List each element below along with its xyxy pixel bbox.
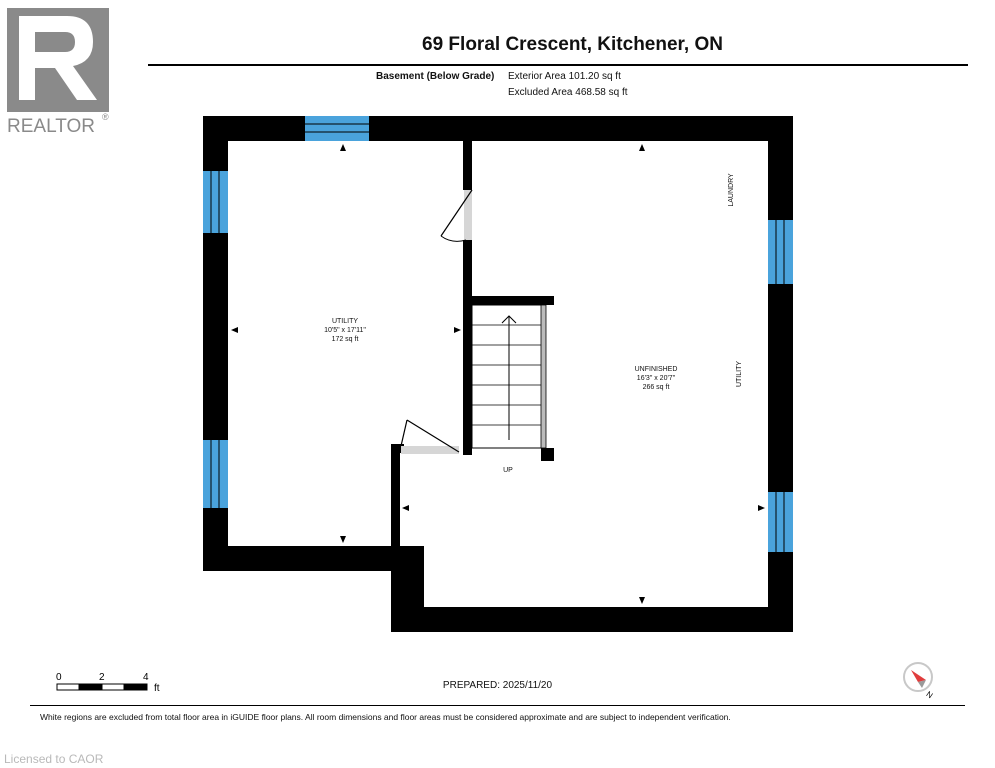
realtor-logo: REALTOR ® bbox=[5, 6, 115, 137]
wall-bottom-right bbox=[391, 607, 793, 632]
wall-top bbox=[203, 116, 793, 141]
compass-north-letter: N bbox=[924, 690, 934, 700]
scale-bar: 0 2 4 ft bbox=[55, 672, 175, 696]
wall-interior-upper bbox=[463, 141, 472, 190]
window-right-lower bbox=[768, 492, 793, 552]
prepared-date: PREPARED: 2025/11/20 bbox=[442, 680, 553, 691]
dim-arrow bbox=[340, 144, 346, 151]
room-utility-dims: 10'5" x 17'11" bbox=[324, 327, 366, 334]
stair-post bbox=[541, 448, 554, 461]
stairs-up-label: UP bbox=[503, 467, 513, 474]
window-left-lower bbox=[203, 440, 228, 508]
room-unfinished-area: 266 sq ft bbox=[643, 384, 670, 391]
wall-bottom-left bbox=[203, 546, 423, 571]
compass-icon: N bbox=[900, 660, 940, 700]
window-right-upper bbox=[768, 220, 793, 284]
room-unfinished-name: UNFINISHED bbox=[635, 366, 678, 373]
wall-closet bbox=[391, 444, 400, 546]
logo-text: REALTOR bbox=[7, 116, 95, 136]
door-closet bbox=[400, 419, 460, 454]
dim-arrow bbox=[758, 505, 765, 511]
excluded-area: Excluded Area 468.58 sq ft bbox=[508, 87, 628, 98]
dim-arrow bbox=[639, 144, 645, 151]
dimension-markers bbox=[231, 144, 765, 604]
room-unfinished-dims: 16'3" x 20'7" bbox=[637, 375, 676, 382]
license-watermark: Licensed to CAOR bbox=[4, 752, 104, 766]
title-divider bbox=[148, 64, 968, 66]
room-utility-name: UTILITY bbox=[332, 318, 358, 325]
dim-arrow bbox=[402, 505, 409, 511]
exterior-area: Exterior Area 101.20 sq ft bbox=[508, 71, 621, 82]
room-utility-area: 172 sq ft bbox=[332, 336, 359, 343]
window-top bbox=[305, 116, 369, 141]
dim-arrow bbox=[231, 327, 238, 333]
scale-tick-0: 0 bbox=[56, 672, 62, 683]
window-left-upper bbox=[203, 171, 228, 233]
wall-closet-cap bbox=[391, 444, 404, 453]
room-utility-right-label: UTILITY bbox=[736, 361, 743, 387]
footer-divider bbox=[30, 705, 965, 706]
wall-interior-lower bbox=[463, 240, 472, 455]
disclaimer-text: White regions are excluded from total fl… bbox=[40, 712, 731, 722]
room-laundry-label: LAUNDRY bbox=[728, 173, 735, 207]
logo-registered-mark: ® bbox=[102, 112, 109, 122]
scale-tick-4: 4 bbox=[143, 672, 149, 683]
walls bbox=[203, 116, 793, 632]
staircase bbox=[471, 304, 547, 449]
scale-unit: ft bbox=[154, 683, 160, 694]
windows bbox=[203, 116, 793, 552]
dim-arrow bbox=[454, 327, 461, 333]
page-title: 69 Floral Crescent, Kitchener, ON bbox=[422, 34, 723, 55]
level-name: Basement (Below Grade) bbox=[376, 71, 495, 82]
dim-arrow bbox=[639, 597, 645, 604]
scale-tick-2: 2 bbox=[99, 672, 105, 683]
wall-right bbox=[768, 116, 793, 632]
wall-stair-top bbox=[472, 296, 554, 305]
dim-arrow bbox=[340, 536, 346, 543]
door-utility bbox=[440, 189, 473, 242]
